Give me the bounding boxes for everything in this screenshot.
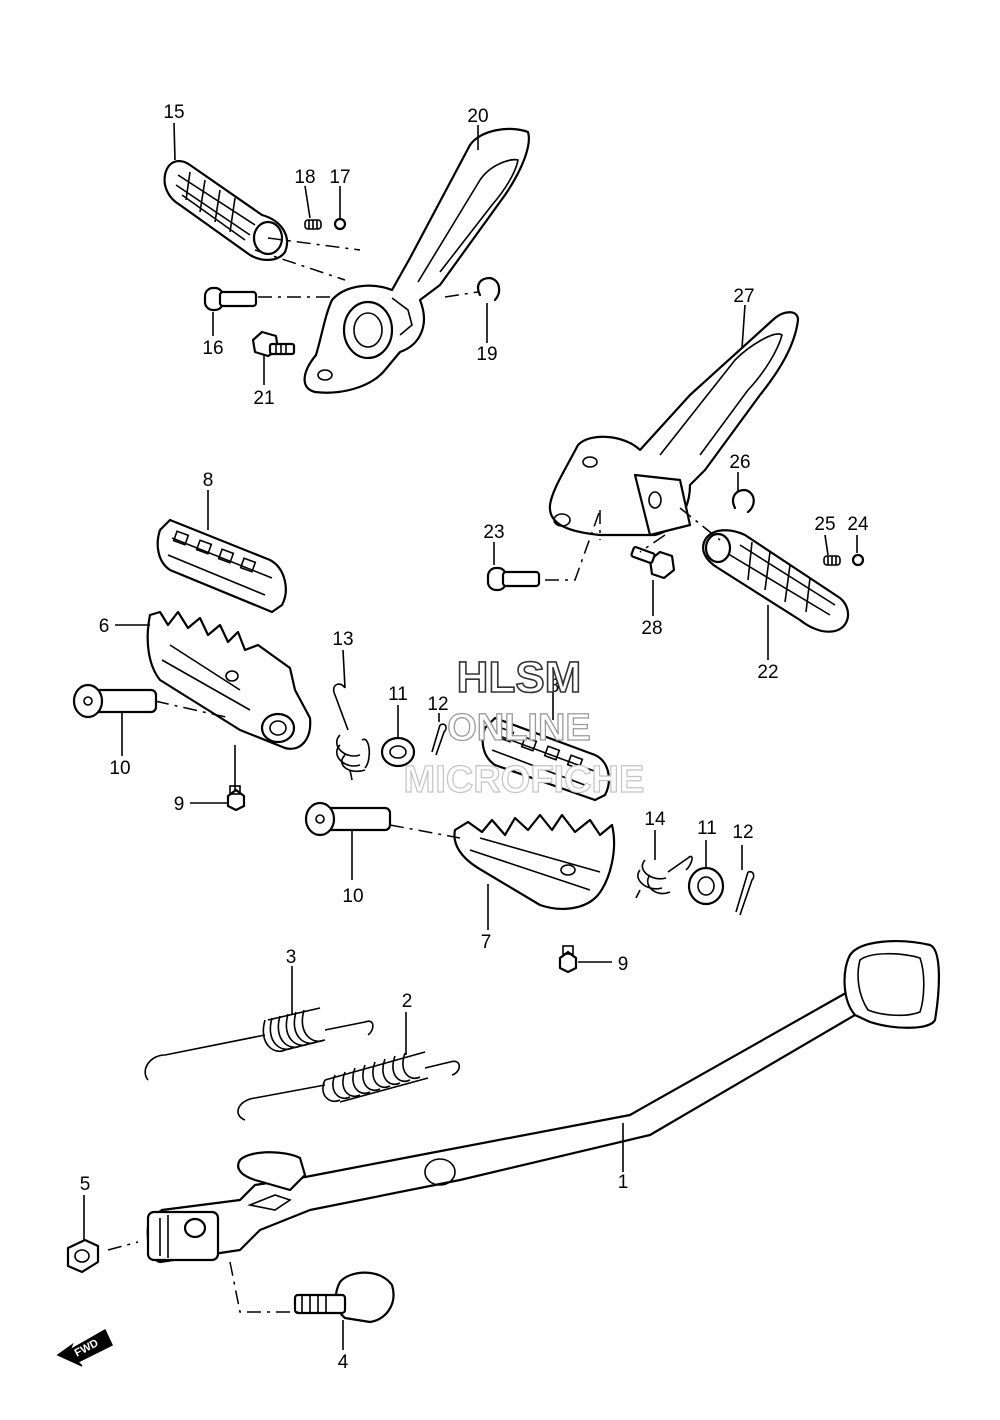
washer-11-upper: [380, 736, 416, 768]
callout-6: 6: [99, 616, 110, 637]
clip-26: [731, 488, 755, 514]
fwd-marker: FWD: [56, 1328, 113, 1367]
ball-17: [333, 217, 347, 231]
callout-5: 5: [80, 1174, 91, 1195]
footpeg-rubber-lower: [481, 716, 610, 802]
callout-9-lower: 9: [618, 954, 629, 975]
ball-24: [851, 553, 865, 567]
pin-23: [486, 566, 541, 592]
torsion-spring-13: [332, 683, 371, 781]
callout-15: 15: [163, 102, 184, 123]
callout-21: 21: [253, 388, 274, 409]
spring-2: [237, 1051, 461, 1121]
torsion-spring-14: [635, 855, 693, 899]
watermark-line-2: ONLINE: [447, 707, 591, 749]
callout-10-lower: 10: [342, 886, 363, 907]
callout-25: 25: [814, 514, 835, 535]
spring-3: [144, 1007, 374, 1081]
watermark-line-1: HLSM: [457, 653, 582, 702]
bolt-21: [251, 330, 296, 358]
bolt-9-upper: [226, 785, 246, 812]
cotter-pin-12-lower: [735, 870, 755, 916]
leader-lines: [83, 122, 858, 1350]
callout-16: 16: [202, 338, 223, 359]
bolt-4: [293, 1271, 395, 1324]
clip-19: [476, 276, 501, 302]
callout-8-lower: 8: [549, 676, 560, 697]
callout-7: 7: [481, 932, 492, 953]
callout-14: 14: [644, 809, 666, 830]
footrest-bracket-left: [303, 127, 530, 394]
callout-19: 19: [476, 344, 497, 365]
side-stand: [146, 940, 940, 1264]
callout-labels: 15 20 18 17 16 19 21 27 26 25 24 23 28 2…: [80, 102, 869, 1373]
callout-27: 27: [733, 286, 754, 307]
footrest-bracket-right: [548, 311, 800, 537]
watermark: HLSM ONLINE MICROFICHE: [403, 652, 645, 801]
callout-22: 22: [757, 662, 778, 683]
callout-28: 28: [641, 618, 662, 639]
washer-11-lower: [687, 866, 725, 906]
cotter-pin-12-upper: [431, 723, 447, 756]
callout-17: 17: [329, 167, 350, 188]
callout-13: 13: [332, 629, 353, 650]
pivot-pin-upper: [72, 683, 158, 719]
footrest-left: [163, 160, 288, 261]
callout-23: 23: [483, 522, 504, 543]
pivot-pin-lower: [304, 801, 392, 837]
footpeg-rubber-upper: [156, 518, 287, 614]
pin-25: [823, 555, 841, 566]
arrow-left-down-icon: [56, 1328, 113, 1367]
callout-9-upper: 9: [174, 794, 185, 815]
bolt-28: [630, 546, 676, 580]
callout-18: 18: [294, 167, 315, 188]
callout-11-upper: 11: [388, 684, 408, 705]
callout-12-upper: 12: [427, 694, 448, 715]
callout-12-lower: 12: [732, 822, 753, 843]
callout-24: 24: [847, 514, 869, 535]
footpeg-upper: [146, 610, 312, 750]
nut-5: [66, 1238, 100, 1274]
watermark-line-3: MICROFICHE: [404, 759, 645, 801]
callout-4: 4: [338, 1352, 349, 1373]
pin-16: [203, 286, 258, 312]
callout-2: 2: [402, 991, 413, 1012]
footpeg-lower: [453, 813, 616, 910]
callout-10-upper: 10: [109, 758, 130, 779]
callout-1: 1: [618, 1172, 629, 1193]
callout-20: 20: [467, 106, 488, 127]
callout-3: 3: [286, 947, 297, 968]
callout-26: 26: [729, 452, 750, 473]
assembly-line: [107, 1241, 298, 1313]
assembly-line: [154, 700, 461, 839]
footrest-right: [702, 529, 850, 633]
callout-8-upper: 8: [203, 470, 214, 491]
callout-11-lower: 11: [697, 818, 717, 839]
pin-18: [304, 219, 322, 230]
bolt-9-lower: [558, 945, 578, 974]
